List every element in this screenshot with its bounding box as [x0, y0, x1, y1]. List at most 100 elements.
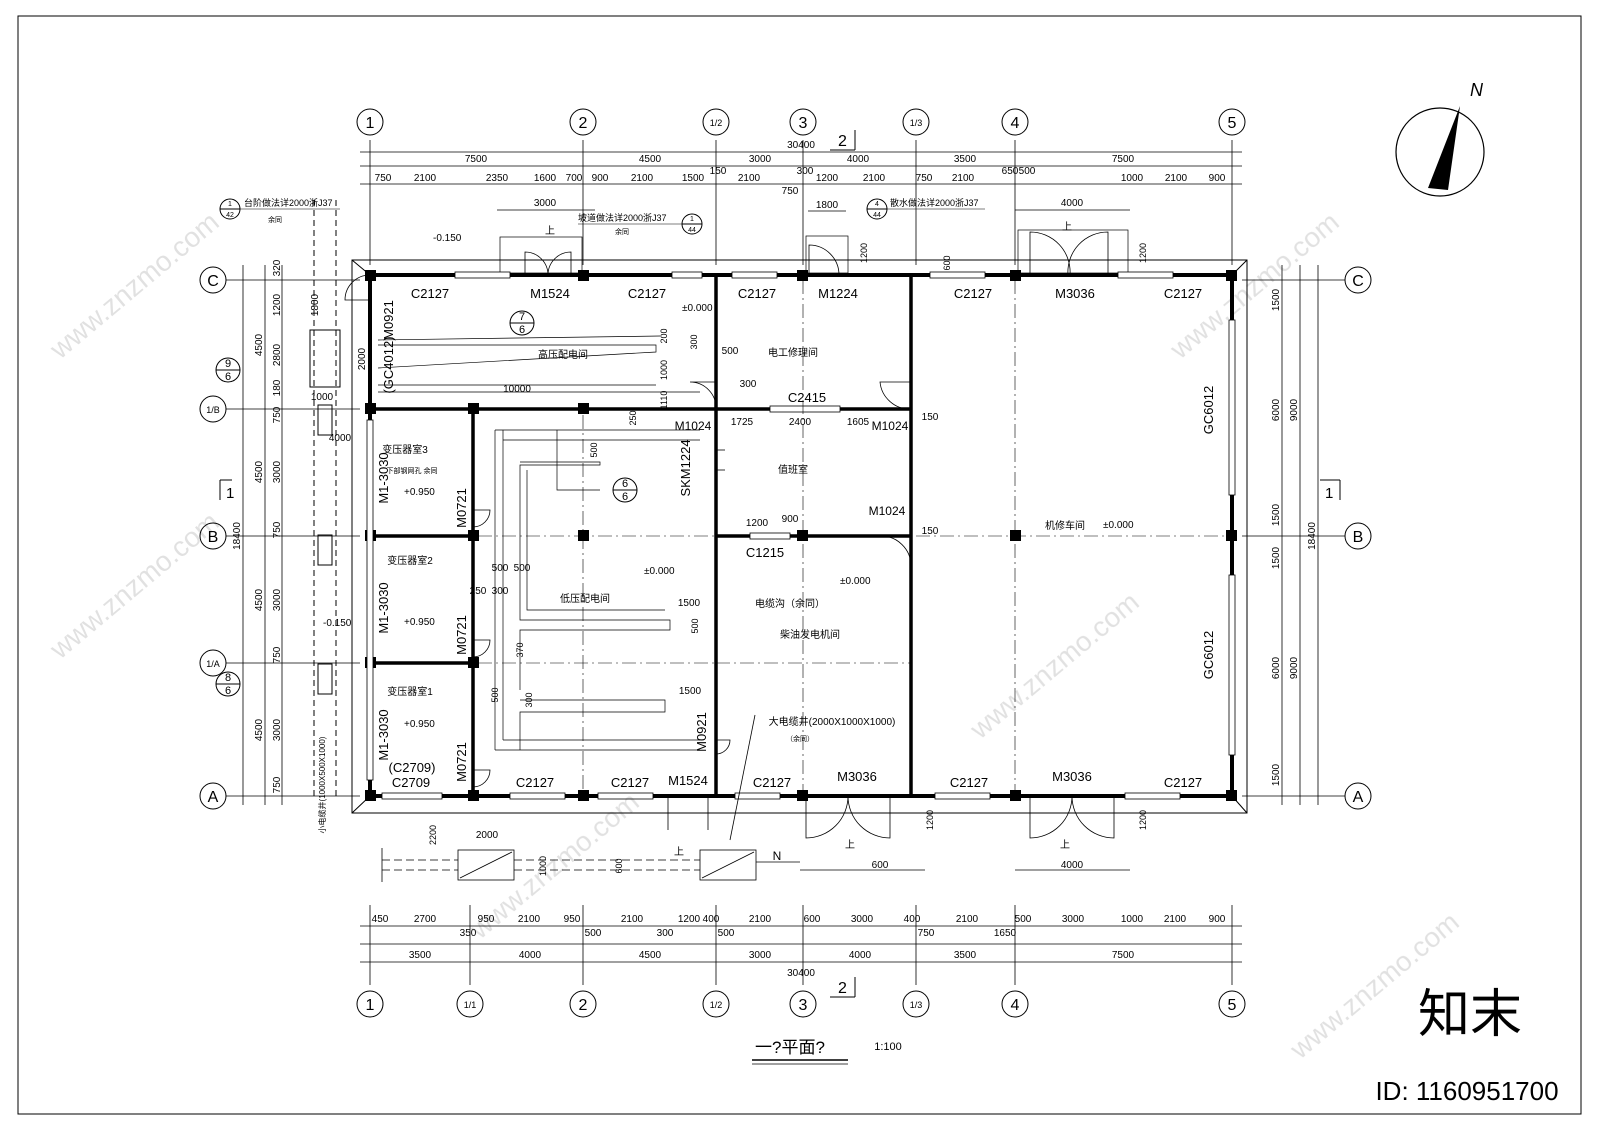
label-skm1224: SKM1224: [678, 439, 693, 496]
watermark-brand: 知末: [1418, 986, 1522, 1044]
dim-left-3000-b: 3000: [272, 588, 283, 611]
label-c2709p: (C2709): [389, 760, 436, 775]
section-mark-bottom: 2: [830, 977, 856, 998]
elev-t1: +0.950: [404, 719, 435, 730]
label-c2127-b1: C2127: [516, 775, 554, 790]
dim-bottom-step-b: 4000: [1061, 860, 1084, 871]
axis-bottom-4: 4: [1011, 997, 1020, 1014]
interior-walls: [370, 275, 913, 796]
axis-bottom-1: 1: [366, 997, 375, 1014]
dim-v-250: 250: [628, 410, 638, 425]
dim-900: 900: [782, 514, 799, 525]
dim-v-370: 370: [515, 642, 525, 657]
dim-bot-r1b-3: 500: [718, 928, 735, 939]
dim-v-500-c: 500: [490, 687, 500, 702]
dim-v-1000: 1000: [659, 360, 669, 380]
dim-right-total: 18400: [1307, 522, 1318, 550]
label-m3036-b2: M3036: [1052, 769, 1092, 784]
dim-left-320: 320: [272, 259, 283, 276]
dim-right-1500-d: 1500: [1271, 763, 1282, 786]
dim-bot-r1-9: 600: [804, 914, 821, 925]
structural-columns: [365, 270, 1237, 801]
svg-text:坡道做法详2000浙J37: 坡道做法详2000浙J37: [578, 212, 667, 223]
svg-text:44: 44: [873, 212, 881, 219]
elev-hv: ±0.000: [682, 303, 713, 314]
svg-text:42: 42: [226, 212, 234, 219]
detail-7: 7: [519, 311, 525, 323]
dim-bot-r2-3: 3000: [749, 950, 772, 961]
left-axis-bubbles: [199, 266, 227, 810]
dim-top-r1-7: 650: [1002, 166, 1019, 177]
dim-left-750-b: 750: [272, 521, 283, 538]
dim-v-1200-a: 1200: [925, 810, 935, 830]
dim-top-r1-1: 4500: [639, 154, 662, 165]
detail-callouts: [215, 310, 638, 697]
dim-left-4500-a: 4500: [254, 333, 265, 356]
axis-bottom-1-1: 1/1: [464, 1000, 477, 1010]
label-m0721-b: M0721: [454, 615, 469, 655]
axis-top-2: 2: [579, 115, 588, 132]
dim-2400: 2400: [789, 417, 812, 428]
axis-left-1B: 1/B: [206, 405, 220, 415]
svg-text:1: 1: [228, 201, 232, 208]
label-c2127-b2: C2127: [611, 775, 649, 790]
label-gc6012-lower: GC6012: [1201, 631, 1216, 679]
detail-9: 9: [225, 358, 231, 370]
label-m1224: M1224: [818, 286, 858, 301]
detail-9-sheet: 6: [225, 371, 231, 383]
dim-left-3000-a: 3000: [272, 460, 283, 483]
axis-right-A: A: [1353, 789, 1364, 806]
door-swings: [344, 231, 1115, 839]
svg-text:4: 4: [875, 201, 879, 208]
detail-8-sheet: 6: [225, 685, 231, 697]
top-axis-bubbles: [356, 108, 1246, 136]
dim-bot-r1-11: 400: [904, 914, 921, 925]
dim-left-4500-b: 4500: [254, 460, 265, 483]
dim-bot-r1b-5: 1650: [994, 928, 1017, 939]
bottom-cable-route: [381, 714, 1130, 882]
up-mark-top-b: 上: [1062, 221, 1072, 233]
dim-right-1500-b: 1500: [1271, 503, 1282, 526]
label-gc4012: (GC4012): [381, 336, 396, 393]
dim-bot-r2-0: 3500: [409, 950, 432, 961]
top-dimension-lines: [360, 140, 1242, 265]
dim-v-2200: 2200: [428, 825, 438, 845]
dim-top-r2-5: 900: [592, 173, 609, 184]
label-c2127-2: C2127: [628, 286, 666, 301]
axis-bottom-2: 2: [579, 997, 588, 1014]
elev-outside-left: -0.150: [323, 618, 352, 629]
elev-t3: +0.950: [404, 487, 435, 498]
dim-500-b: 500: [514, 563, 531, 574]
label-c2127-b5: C2127: [1164, 775, 1202, 790]
label-m1024-b: M1024: [872, 419, 909, 433]
dim-top-r1-3: 3000: [749, 154, 772, 165]
elev-lv: ±0.000: [644, 566, 675, 577]
dim-top-r2-4: 700: [566, 173, 583, 184]
detail-6: 6: [622, 478, 628, 490]
label-m1524-bottom: M1524: [668, 773, 708, 788]
room-electrical-repair: 电工修理间: [768, 346, 818, 359]
dim-left-4500-c: 4500: [254, 588, 265, 611]
plan-title: 一?平面?: [755, 1038, 825, 1057]
dim-bot-r1-4: 950: [564, 914, 581, 925]
dim-top-total: 30400: [787, 140, 815, 151]
label-small-cable-well: 小电缆井(1000X500X1000): [317, 736, 327, 833]
dim-top-r2-2: 2350: [486, 173, 509, 184]
detail-6-sheet: 6: [622, 491, 628, 503]
axis-top-1: 1: [366, 115, 375, 132]
dim-bot-r1-7: 400: [703, 914, 720, 925]
label-gc6012-upper: GC6012: [1201, 386, 1216, 434]
dim-v-1200-c: 1200: [859, 243, 869, 263]
dim-top-r1-9: 7500: [1112, 154, 1135, 165]
label-m0721-a: M0721: [454, 488, 469, 528]
elev-repair: ±0.000: [1103, 520, 1134, 531]
svg-text:44: 44: [688, 227, 696, 234]
dim-bot-r1-0: 450: [372, 914, 389, 925]
plan-scale: 1:100: [874, 1041, 902, 1053]
watermark-url-1: www.znzmo.com: [43, 206, 225, 365]
svg-text:台阶做法详2000浙J37: 台阶做法详2000浙J37: [244, 197, 333, 208]
dim-1605: 1605: [847, 417, 870, 428]
dim-bot-r1b-4: 750: [918, 928, 935, 939]
room-transformer-1: 变压器室1: [387, 685, 433, 698]
